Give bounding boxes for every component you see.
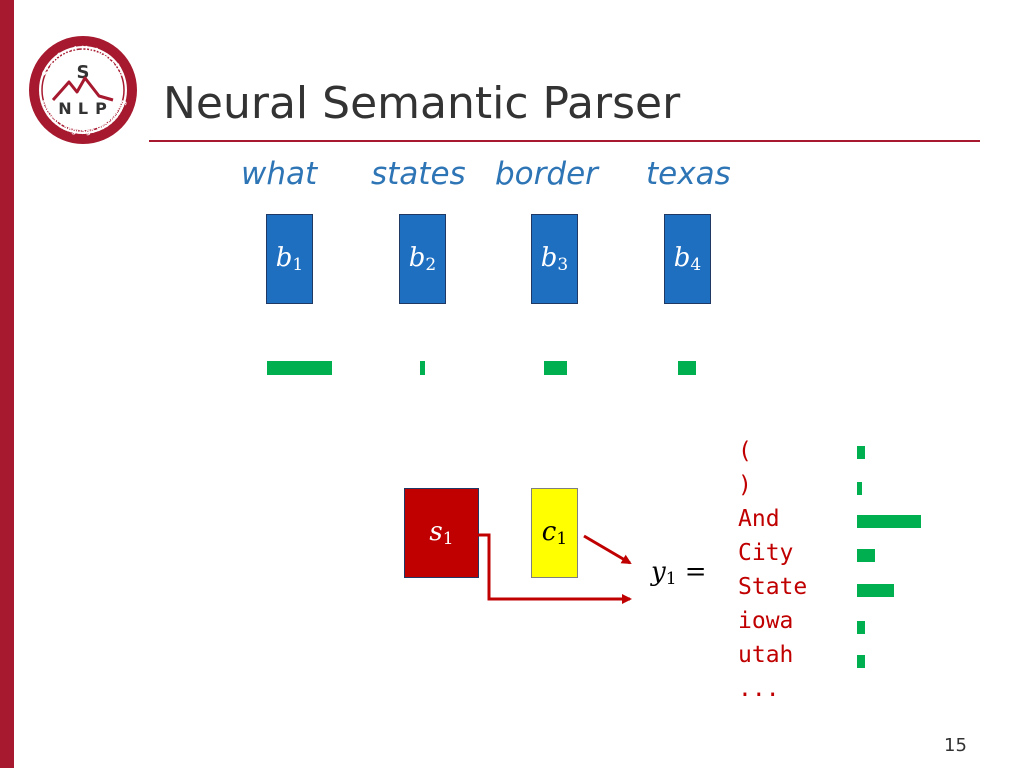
encoder-label-base: b bbox=[673, 243, 691, 273]
output-label-equals: = bbox=[684, 557, 707, 587]
page-number: 15 bbox=[944, 735, 967, 756]
output-prob-bar bbox=[857, 584, 894, 597]
vocab-item: ( bbox=[738, 438, 752, 464]
left-accent-bar bbox=[0, 0, 14, 768]
attention-bar-b4 bbox=[678, 361, 696, 375]
decoder-label-sub: 1 bbox=[442, 529, 454, 549]
vocab-item: utah bbox=[738, 642, 794, 668]
input-word-states: states bbox=[371, 156, 466, 192]
context-label-base: c bbox=[541, 517, 557, 547]
attention-bar-b2 bbox=[420, 361, 425, 375]
output-prob-bar bbox=[857, 482, 862, 495]
logo-letter-l: L bbox=[78, 99, 88, 118]
encoder-label-base: b bbox=[540, 243, 558, 273]
encoder-label-base: b bbox=[408, 243, 426, 273]
vocab-item: ) bbox=[738, 472, 752, 498]
input-word-what: what bbox=[241, 156, 318, 192]
decoder-state-s1: s1 bbox=[404, 488, 479, 578]
arrow-c1-to-output bbox=[583, 534, 632, 565]
vocab-item: City bbox=[738, 540, 794, 566]
slide-title: Neural Semantic Parser bbox=[163, 78, 681, 129]
encoder-label-sub: 1 bbox=[292, 255, 304, 275]
decoder-label-base: s bbox=[429, 517, 443, 547]
context-vector-c1: c1 bbox=[531, 488, 578, 578]
output-label-sub: 1 bbox=[665, 569, 677, 589]
logo-letter-n: N bbox=[58, 99, 71, 118]
encoder-label-sub: 4 bbox=[690, 255, 702, 275]
encoder-label-sub: 2 bbox=[425, 255, 437, 275]
output-prob-bar bbox=[857, 549, 875, 562]
attention-bar-b3 bbox=[544, 361, 567, 375]
output-y1-equals: y1 = bbox=[651, 557, 707, 589]
input-word-border: border bbox=[495, 156, 598, 192]
vocab-item: iowa bbox=[738, 608, 794, 634]
title-underline bbox=[149, 140, 980, 142]
output-prob-bar bbox=[857, 515, 921, 528]
arrow-s1-to-output bbox=[459, 533, 632, 604]
logo-letter-p: P bbox=[95, 99, 107, 118]
encoder-state-b1: b1 bbox=[266, 214, 313, 304]
output-prob-bar bbox=[857, 655, 865, 668]
output-prob-bar bbox=[857, 446, 865, 459]
attention-bar-b1 bbox=[267, 361, 332, 375]
vocab-item: ... bbox=[738, 676, 780, 702]
vocab-item: State bbox=[738, 574, 808, 600]
encoder-state-b3: b3 bbox=[531, 214, 578, 304]
context-label-sub: 1 bbox=[556, 529, 568, 549]
input-word-texas: texas bbox=[646, 156, 731, 192]
stanford-nlp-logo: Stanford University Natural Language Pro… bbox=[29, 36, 137, 144]
encoder-state-b4: b4 bbox=[664, 214, 711, 304]
encoder-label-sub: 3 bbox=[557, 255, 569, 275]
output-label-base: y bbox=[651, 557, 666, 587]
encoder-state-b2: b2 bbox=[399, 214, 446, 304]
output-prob-bar bbox=[857, 621, 865, 634]
vocab-item: And bbox=[738, 506, 780, 532]
encoder-label-base: b bbox=[275, 243, 293, 273]
